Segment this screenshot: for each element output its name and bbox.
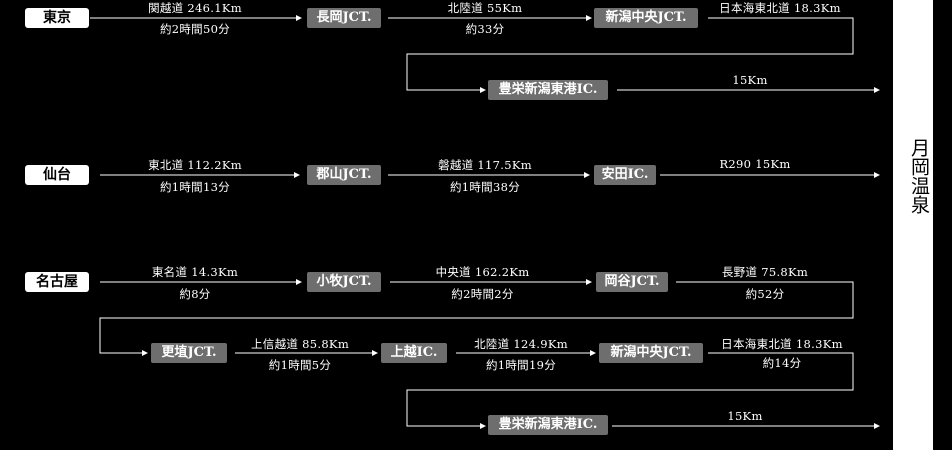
segment-time: 約33分 [465,22,505,36]
node-toyosaka-ic: 豊栄新潟東港IC. [488,415,608,435]
segment-time: 約2時間50分 [159,22,231,36]
segment-time: 約2時間2分 [451,287,514,301]
segment-road: 15Km [732,73,768,87]
segment-road: 東名道 14.3Km [151,265,239,279]
node-niigata-chuo-jct: 新潟中央JCT. [594,8,698,28]
segment-road: R290 15Km [719,157,791,171]
destination-panel: 月岡温泉 [893,0,933,450]
origin-tokyo: 東京 [25,8,89,28]
segment-road: 日本海東北道 18.3Km [719,1,841,15]
segment-road: 中央道 162.2Km [435,265,530,279]
node-okaya-jct: 岡谷JCT. [596,272,668,292]
segment-time: 約1時間5分 [268,358,332,372]
node-kohoku-jct: 更埴JCT. [151,343,227,363]
segment-road: 北陸道 124.9Km [474,337,568,351]
node-nagaoka-jct: 長岡JCT. [307,8,381,28]
segment-road: 磐越道 117.5Km [438,158,532,172]
segment-road: 長野道 75.8Km [721,265,809,279]
segment-time: 約1時間19分 [485,358,557,372]
segment-time: 約52分 [745,287,785,301]
segment-time: 約1時間38分 [449,180,521,194]
segment-time: 約1時間13分 [159,180,231,194]
origin-nagoya: 名古屋 [25,272,89,292]
segment-road: 東北道 112.2Km [148,158,242,172]
node-toyosaka-ic: 豊栄新潟東港IC. [488,80,608,100]
segment-road: 日本海東北道 18.3Km [721,337,843,351]
segment-road: 15Km [727,409,763,423]
segment-time: 約8分 [179,287,211,301]
origin-sendai: 仙台 [25,165,89,185]
node-komaki-jct: 小牧JCT. [307,272,381,292]
segment-road: 上信越道 85.8Km [250,337,350,351]
node-niigata-chuo-jct: 新潟中央JCT. [599,343,703,363]
node-koriyama-jct: 郡山JCT. [307,165,381,185]
segment-time: 約14分 [762,356,802,370]
segment-road: 北陸道 55Km [447,1,523,15]
segment-road: 関越道 246.1Km [148,1,242,15]
node-yasuda-ic: 安田IC. [594,165,656,185]
destination-label: 月岡温泉 [908,138,930,214]
node-joetsu-ic: 上越IC. [381,343,447,363]
